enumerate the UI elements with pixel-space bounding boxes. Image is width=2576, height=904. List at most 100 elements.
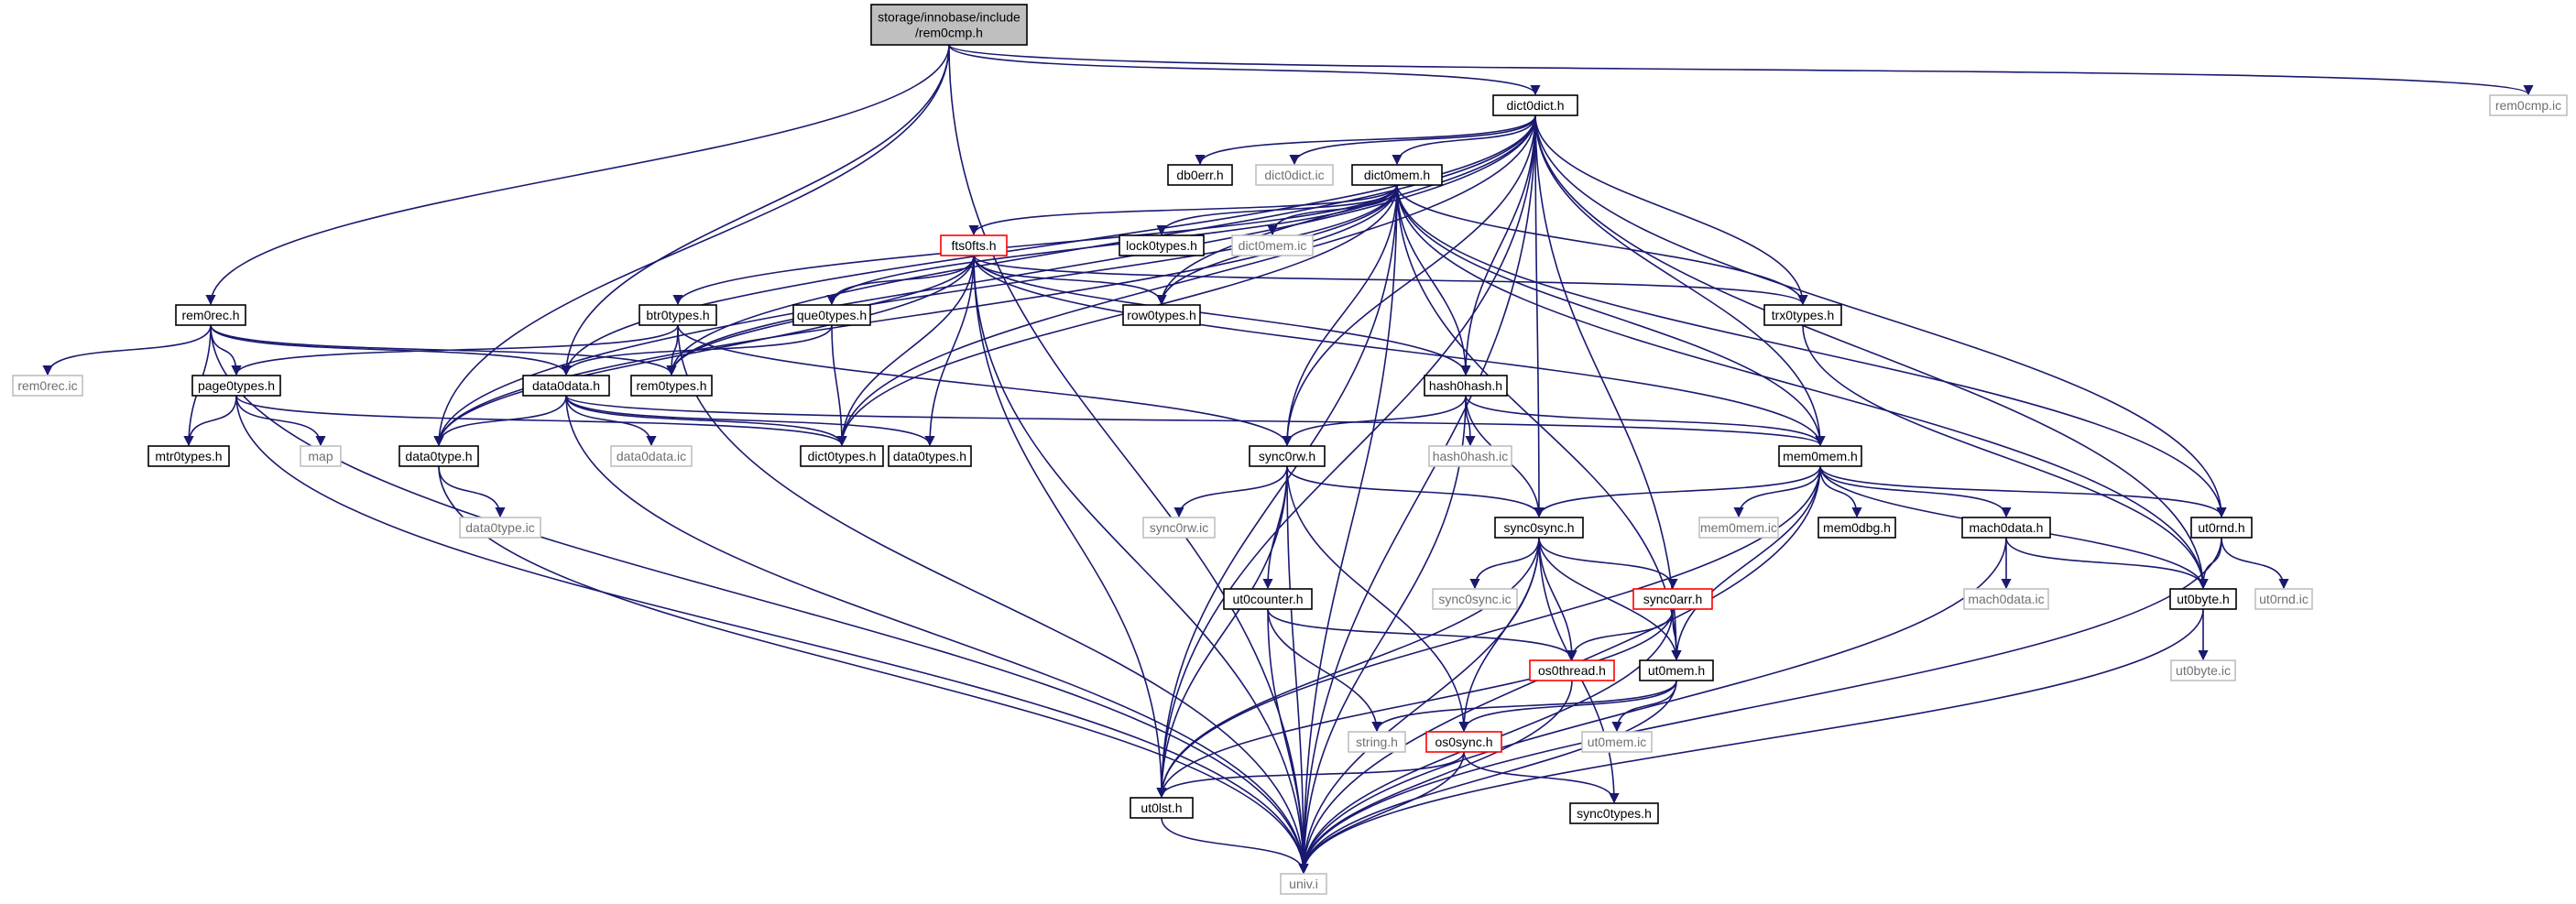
edge-dict0mem_h-to-rem0types_h [666,184,1398,376]
node-dict0types-h[interactable]: dict0types.h [800,445,884,467]
node-label: que0types.h [797,308,867,322]
node-trx0types-h[interactable]: trx0types.h [1763,304,1842,326]
edge-ut0lst_h-to-univ_i [1161,817,1309,875]
node-sync0sync-ic[interactable]: sync0sync.ic [1432,588,1518,610]
node-dict0mem-ic[interactable]: dict0mem.ic [1231,234,1314,256]
node-label: sync0rw.ic [1150,520,1209,535]
node-mtr0types-h[interactable]: mtr0types.h [147,445,230,467]
edge-fts0fts_h-to-trx0types_h [973,255,1808,306]
node-box [2254,588,2313,610]
edge-fts0fts_h-to-dict0types_h [836,255,975,447]
node-label: sync0arr.h [1643,592,1703,606]
node-sync0rw-h[interactable]: sync0rw.h [1249,445,1326,467]
node-ut0rnd-h[interactable]: ut0rnd.h [2190,517,2253,539]
node-dict0dict-ic[interactable]: dict0dict.ic [1255,164,1334,186]
node-box [1348,731,1406,753]
edge-rem0rec_h-to-data0data_h [210,324,572,376]
node-box [1280,873,1327,895]
node-label: ut0counter.h [1232,592,1303,606]
node-data0types-h[interactable]: data0types.h [888,445,972,467]
node-box [1142,517,1216,539]
node-mem0dbg-h[interactable]: mem0dbg.h [1817,517,1896,539]
node-dict0dict-h[interactable]: dict0dict.h [1492,94,1578,116]
node-label: rem0rec.h [181,308,239,322]
node-ut0mem-ic[interactable]: ut0mem.ic [1581,731,1653,753]
node-mach0data-ic[interactable]: mach0data.ic [1963,588,2049,610]
node-box [2190,517,2253,539]
node-box [1249,445,1326,467]
node-mach0data-h[interactable]: mach0data.h [1961,517,2051,539]
node-label: sync0types.h [1577,806,1652,821]
edge-rem0rec_h-to-rem0rec_ic [42,324,212,376]
node-db0err-h[interactable]: db0err.h [1167,164,1233,186]
node-rem0cmp-ic[interactable]: rem0cmp.ic [2489,94,2568,116]
node-box [1130,797,1194,819]
edge-dict0dict_h-to-dict0dict_ic [1289,114,1536,166]
node-sync0arr-h[interactable]: sync0arr.h [1632,588,1713,610]
node-row0types-h[interactable]: row0types.h [1122,304,1201,326]
node-que0types-h[interactable]: que0types.h [792,304,871,326]
node-box [1778,445,1862,467]
node-data0type-ic[interactable]: data0type.ic [459,517,541,539]
node-string-h[interactable]: string.h [1348,731,1406,753]
node-box [1529,659,1615,681]
edge-data0data_h-to-dict0types_h [565,395,847,447]
node-univ-i[interactable]: univ.i [1280,873,1327,895]
node-label: lock0types.h [1126,238,1197,253]
node-ut0counter-h[interactable]: ut0counter.h [1223,588,1313,610]
node-ut0byte-h[interactable]: ut0byte.h [2169,588,2237,610]
node-data0data-ic[interactable]: data0data.ic [610,445,693,467]
edge-ut0byte_h-to-univ_i [1298,608,2204,875]
node-rem0rec-ic[interactable]: rem0rec.ic [12,375,83,397]
node-mem0mem-h[interactable]: mem0mem.h [1778,445,1862,467]
node-data0data-h[interactable]: data0data.h [522,375,610,397]
node-map[interactable]: map [300,445,342,467]
node-hash0hash-h[interactable]: hash0hash.h [1424,375,1508,397]
node-page0types-h[interactable]: page0types.h [191,375,281,397]
node-btr0types-h[interactable]: btr0types.h [639,304,717,326]
node-rem0rec-h[interactable]: rem0rec.h [175,304,246,326]
node-label: data0type.ic [465,520,535,535]
edge-data0data_h-to-univ_i [565,395,1309,875]
node-box [398,445,479,467]
edge-btr0types_h-to-page0types_h [231,324,679,376]
edge-sync0sync_h-to-os0thread_h [1538,537,1577,661]
edge-hash0hash_h-to-univ_i [1298,395,1467,875]
node-hash0hash-ic[interactable]: hash0hash.ic [1428,445,1512,467]
edge-sync0arr_h-to-os0thread_h [1566,608,1674,661]
edge-ut0rnd_h-to-ut0rnd_ic [2221,537,2289,590]
node-sync0sync-h[interactable]: sync0sync.h [1494,517,1584,539]
node-box [870,4,1028,46]
node-os0thread-h[interactable]: os0thread.h [1529,659,1615,681]
node-ut0mem-h[interactable]: ut0mem.h [1639,659,1714,681]
node-mem0mem-ic[interactable]: mem0mem.ic [1698,517,1779,539]
node-ut0lst-h[interactable]: ut0lst.h [1130,797,1194,819]
node-sync0types-h[interactable]: sync0types.h [1569,802,1659,824]
node-os0sync-h[interactable]: os0sync.h [1425,731,1502,753]
node-box [1494,517,1584,539]
edge-mem0mem_h-to-mem0dbg_h [1819,465,1862,518]
edge-dict0mem_h-to-btr0types_h [672,184,1398,306]
node-box [1961,517,2051,539]
edge-sync0rw_h-to-univ_i [1286,465,1309,875]
edge-dict0dict_h-to-ut0rnd_h [1534,114,2227,518]
node-label: fts0fts.h [951,238,996,253]
node-rem0types-h[interactable]: rem0types.h [630,375,713,397]
edge-os0thread_h-to-univ_i [1298,680,1573,875]
node-label: map [308,449,333,463]
node-box [1424,375,1508,397]
node-box [1492,94,1578,116]
node-label: os0sync.h [1435,735,1492,749]
node-fts0fts-h[interactable]: fts0fts.h [940,234,1008,256]
node-ut0rnd-ic[interactable]: ut0rnd.ic [2254,588,2313,610]
edge-dict0dict_h-to-data0type_h [433,114,1536,447]
node-lock0types-h[interactable]: lock0types.h [1119,234,1205,256]
node-dict0mem-h[interactable]: dict0mem.h [1351,164,1443,186]
node-label: sync0sync.ic [1438,592,1511,606]
node-sync0rw-ic[interactable]: sync0rw.ic [1142,517,1216,539]
edge-fts0fts_h-to-data0type_h [433,255,975,447]
node-data0type-h[interactable]: data0type.h [398,445,479,467]
node-root[interactable]: storage/innobase/include/rem0cmp.h [870,4,1028,46]
node-ut0byte-ic[interactable]: ut0byte.ic [2170,659,2236,681]
